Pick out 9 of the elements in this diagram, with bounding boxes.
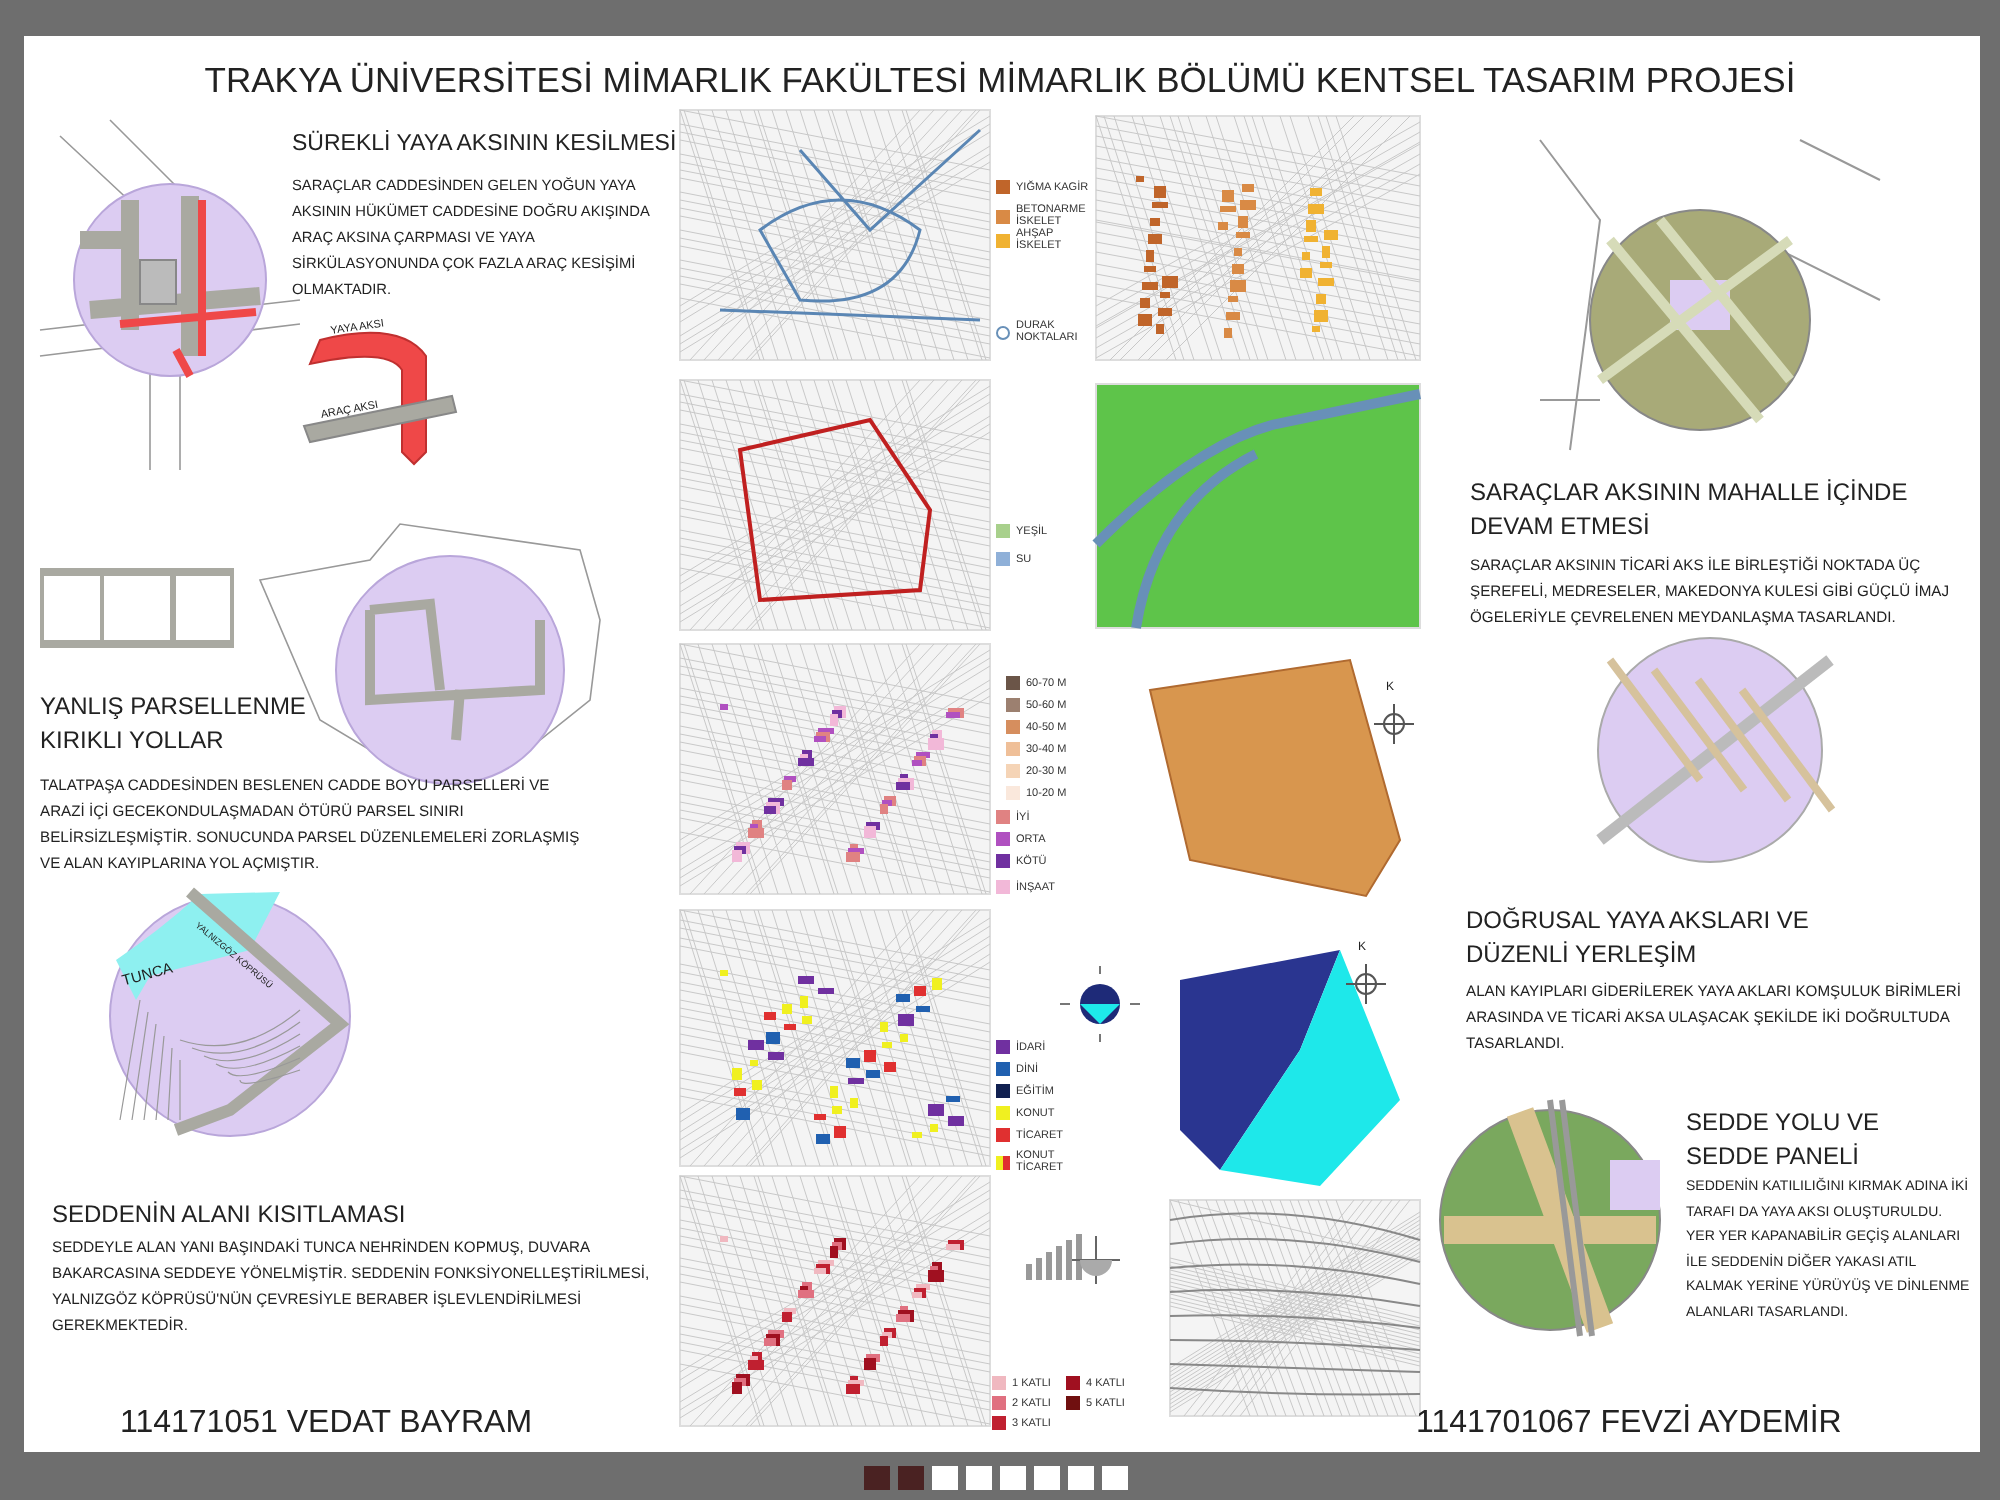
- author-name: 114171051 VEDAT BAYRAM: [120, 1404, 535, 1443]
- section-heading: DOĞRUSAL YAYA AKSLARI VE DÜZENLİ YERLEŞİM: [1466, 904, 1811, 972]
- section-heading: SEDDE YOLU VE SEDDE PANELİ: [1686, 1106, 1881, 1174]
- poster-title: TRAKYA ÜNİVERSİTESİ MİMARLIK FAKÜLTESİ MİMARLIK BÖLÜMÜ KENTSEL TASARIM PROJESİ: [202, 60, 1798, 102]
- section-heading: YANLIŞ PARSELLENME KIRIKLI YOLLAR: [40, 690, 308, 758]
- section-heading: SARAÇLAR AKSININ MAHALLE İÇİNDE DEVAM ETMESİ: [1470, 476, 1910, 544]
- author-name: 1141701067 FEVZİ AYDEMİR: [1416, 1404, 1844, 1443]
- section-heading: SÜREKLİ YAYA AKSININ KESİLMESİ: [292, 132, 679, 160]
- section-heading: SEDDENİN ALANI KISITLAMASI: [52, 1200, 408, 1229]
